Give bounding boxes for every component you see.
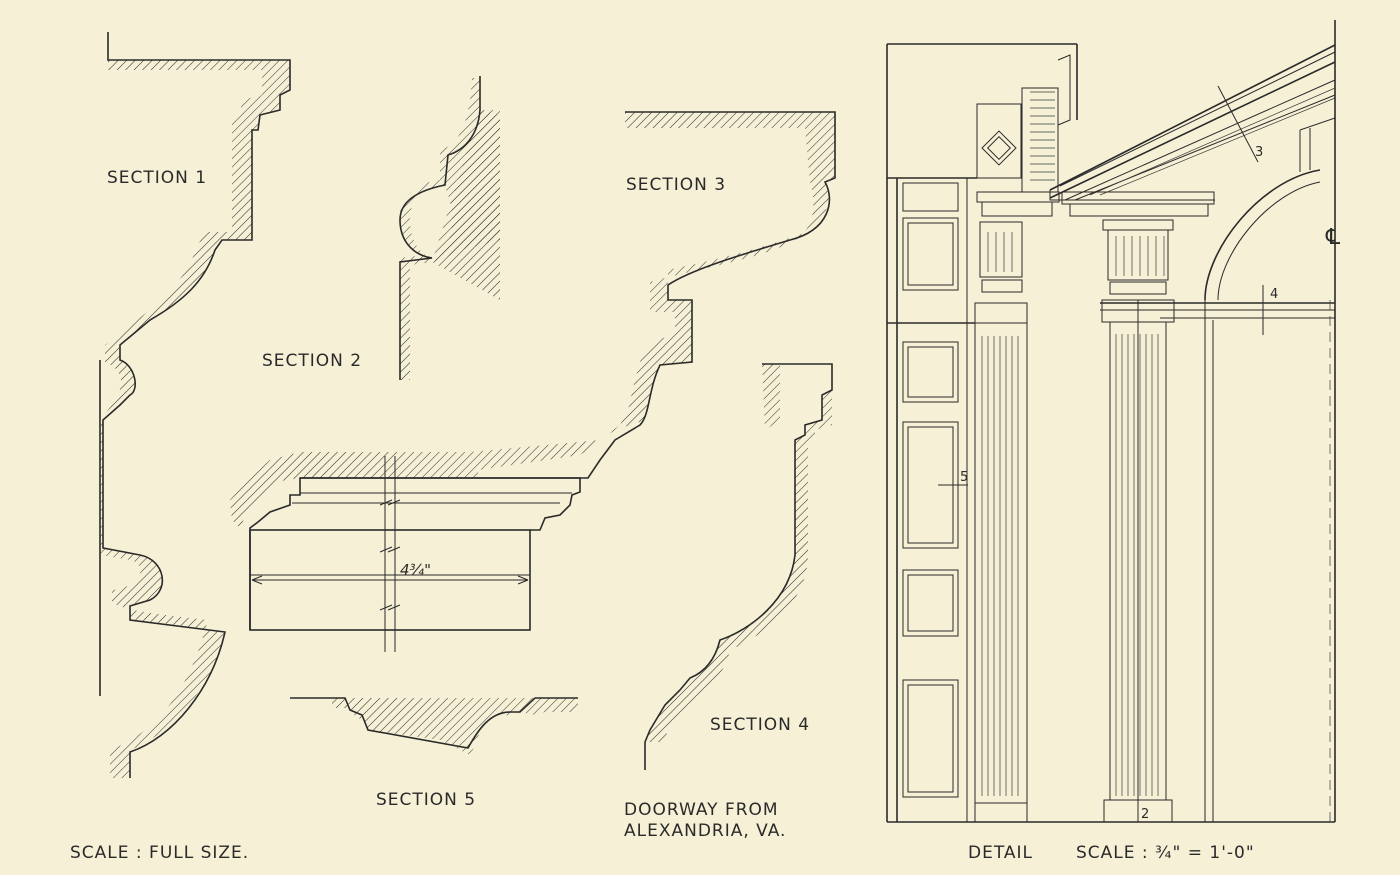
callout-3: 3 xyxy=(1255,145,1263,160)
section-5-label: SECTION 5 xyxy=(376,790,476,810)
section-1-label: SECTION 1 xyxy=(107,168,207,188)
doorway-elevation: 3 ℄ 4 xyxy=(886,20,1341,823)
dimension-label: 4¾" xyxy=(400,561,431,579)
section-4-profile: SECTION 4 xyxy=(644,363,833,770)
section-3-label: SECTION 3 xyxy=(626,175,726,195)
section-2-profile: SECTION 2 xyxy=(262,76,500,380)
scale-full-size-label: SCALE : FULL SIZE. xyxy=(70,843,249,863)
caption-line-1: DOORWAY FROM xyxy=(624,800,779,820)
centerline-symbol: ℄ xyxy=(1325,225,1341,250)
section-3-profile: SECTION 3 xyxy=(230,111,836,630)
callout-5: 5 xyxy=(960,470,968,485)
callout-2: 2 xyxy=(1141,807,1149,822)
section-4-label: SECTION 4 xyxy=(710,715,810,735)
dimensioned-block: 4¾" xyxy=(249,456,581,652)
section-5-profile: SECTION 5 xyxy=(290,697,578,810)
caption-line-2: ALEXANDRIA, VA. xyxy=(624,821,786,841)
callout-4: 4 xyxy=(1270,287,1278,302)
detail-scale-label: SCALE : ¾" = 1'-0" xyxy=(1076,843,1255,863)
section-2-label: SECTION 2 xyxy=(262,351,362,371)
section-1-profile: SECTION 1 xyxy=(99,32,291,778)
detail-label: DETAIL xyxy=(968,843,1033,863)
